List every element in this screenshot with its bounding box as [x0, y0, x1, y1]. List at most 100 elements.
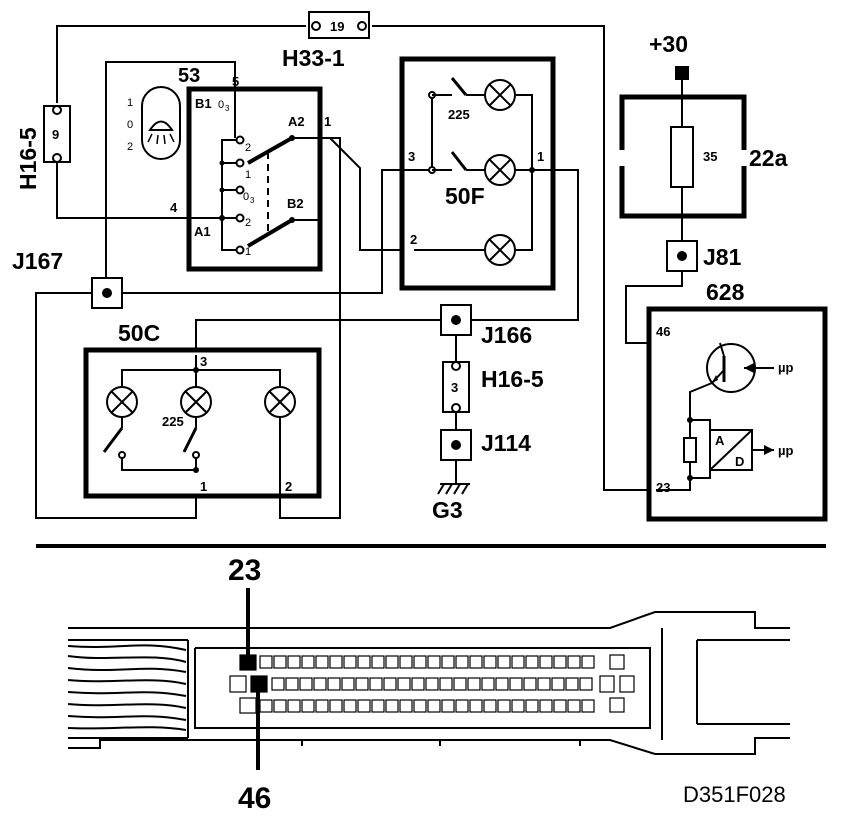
connector-pin	[425, 677, 439, 691]
connector-pin	[383, 677, 397, 691]
switch-53-pin-1: 1	[324, 114, 331, 129]
connector-pin	[341, 677, 355, 691]
connector-pin	[441, 655, 455, 669]
connector-pin	[483, 655, 497, 669]
connector-pin	[301, 699, 315, 713]
connector-pin	[411, 677, 425, 691]
connector-pin	[525, 699, 539, 713]
connector-pin-23-label: 23	[228, 554, 261, 587]
switch-pos-o-bot: 0	[243, 191, 249, 203]
connector-pin	[273, 699, 287, 713]
switch-53-pin-5: 5	[232, 74, 239, 89]
supply-plus30-label: +30	[649, 31, 688, 57]
connector-pin	[299, 677, 313, 691]
switch-pos-1-bot: 1	[245, 246, 251, 258]
connector-pin	[599, 675, 615, 693]
connector-pin	[481, 677, 495, 691]
lamp-50f-pin-3: 3	[408, 149, 415, 164]
top-wiring	[56, 25, 648, 491]
connector-pin	[273, 655, 287, 669]
fuse-h33-label: H33-1	[282, 45, 345, 71]
connector-pin	[439, 677, 453, 691]
connector-pin	[315, 655, 329, 669]
switch-53-a2: A2	[288, 114, 305, 129]
connector-pin	[537, 677, 551, 691]
ecu-up-label-bottom: µp	[778, 443, 793, 458]
ecu-628-label: 628	[706, 279, 745, 305]
junction-j167: J167	[12, 248, 383, 519]
connector-pin	[509, 677, 523, 691]
switch-pos-o-top-sub: 3	[225, 104, 230, 113]
junction-j81: J81	[625, 240, 742, 344]
lamp-50c: 50C 225 3 1 2	[83, 320, 322, 518]
connector-pin	[553, 699, 567, 713]
cable-bundle	[67, 644, 187, 731]
connector-pin	[523, 677, 537, 691]
lamp-50c-pin-2: 2	[285, 479, 292, 494]
connector-pin	[313, 677, 327, 691]
connector-pin	[427, 699, 441, 713]
connector-pin	[469, 699, 483, 713]
connector-pin	[619, 675, 635, 693]
connector-pin	[511, 699, 525, 713]
switch-53-b2: B2	[287, 196, 304, 211]
fuse-h33-pin: 19	[330, 19, 344, 34]
connector-pin-grid	[229, 654, 635, 714]
connector-pin-46	[250, 675, 268, 693]
junction-j114-label: J114	[481, 430, 531, 456]
connector-pin	[229, 675, 247, 693]
connector-pin	[497, 655, 511, 669]
connector-pin	[441, 699, 455, 713]
connector-pin	[287, 699, 301, 713]
connector-pin	[239, 697, 257, 714]
connector-pin	[327, 677, 341, 691]
lamp-50f-code: 225	[448, 107, 470, 122]
figure-code: D351F028	[683, 782, 786, 807]
connector-pin	[413, 655, 427, 669]
connector-pin	[579, 677, 593, 691]
connector-pin	[581, 655, 595, 669]
junction-j166-label: J166	[481, 322, 532, 348]
connector-h16-5-top: 9 H16-5	[15, 105, 71, 190]
lamp-icon	[484, 79, 516, 111]
connector-pin	[427, 655, 441, 669]
connector-pin	[357, 655, 371, 669]
connector-h16-top-label: H16-5	[15, 127, 41, 190]
connector-pin	[315, 699, 329, 713]
connector-pin	[329, 655, 343, 669]
connector-pin	[357, 699, 371, 713]
connector-pin	[301, 655, 315, 669]
lamp-50f-pin-1: 1	[537, 149, 544, 164]
lamp-icon	[180, 386, 212, 418]
connector-pin	[455, 655, 469, 669]
connector-pin	[371, 655, 385, 669]
fuse-h33-1: 19 H33-1	[282, 11, 370, 71]
lamp-50c-label: 50C	[118, 320, 160, 346]
connector-pin	[259, 699, 273, 713]
connector-pin	[567, 655, 581, 669]
ecu-connector-view: 23 46	[67, 554, 790, 815]
ecu-a-label: A	[715, 433, 725, 448]
switch-53-label: 53	[178, 65, 200, 87]
lamp-icon	[484, 234, 516, 266]
connector-pin	[609, 697, 625, 713]
connector-pin	[483, 699, 497, 713]
connector-pin	[453, 677, 467, 691]
lamp-50c-code: 225	[162, 414, 184, 429]
lamp-level-1: 1	[127, 97, 133, 109]
transistor-icon: µp	[706, 342, 793, 393]
switch-pos-o-top: 0	[218, 99, 224, 111]
switch-pos-o-bot-sub: 3	[250, 196, 255, 205]
junction-j81-label: J81	[703, 244, 742, 270]
connector-pin	[467, 677, 481, 691]
switch-53-b1: B1	[195, 96, 212, 111]
lamp-level-0: 0	[127, 119, 133, 131]
connector-pin	[539, 655, 553, 669]
connector-pin	[285, 677, 299, 691]
ecu-d-label: D	[735, 454, 744, 469]
switch-pos-1-top: 1	[245, 169, 251, 181]
connector-pin	[469, 655, 483, 669]
connector-pin	[551, 677, 565, 691]
